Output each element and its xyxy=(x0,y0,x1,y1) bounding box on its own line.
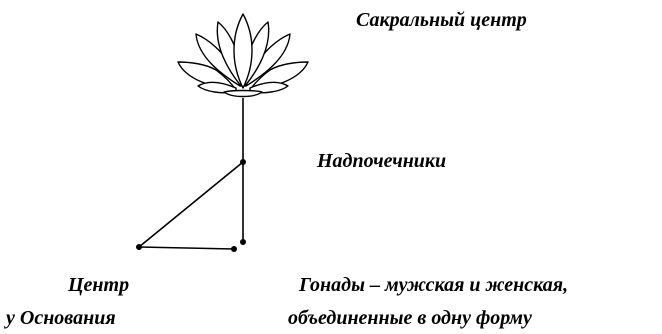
adrenals-label: Надпочечники xyxy=(317,150,447,172)
gonads-label-line2: объединенные в одну форму xyxy=(288,307,532,329)
adrenals-node xyxy=(240,159,246,165)
gonads-node-b xyxy=(231,246,237,252)
base-to-gonads-line xyxy=(138,246,235,250)
base-center-label-line1: Центр xyxy=(68,274,130,296)
gonads-node-a xyxy=(240,239,246,245)
base-center-node xyxy=(136,244,142,250)
sacral-center-label: Сакральный центр xyxy=(356,9,527,31)
adrenal-to-base-line xyxy=(138,161,244,248)
gonads-label-line1: Гонады – мужская и женская, xyxy=(299,274,569,296)
lotus-flower-icon xyxy=(177,13,309,98)
base-center-label-line2: у Основания xyxy=(6,307,116,329)
